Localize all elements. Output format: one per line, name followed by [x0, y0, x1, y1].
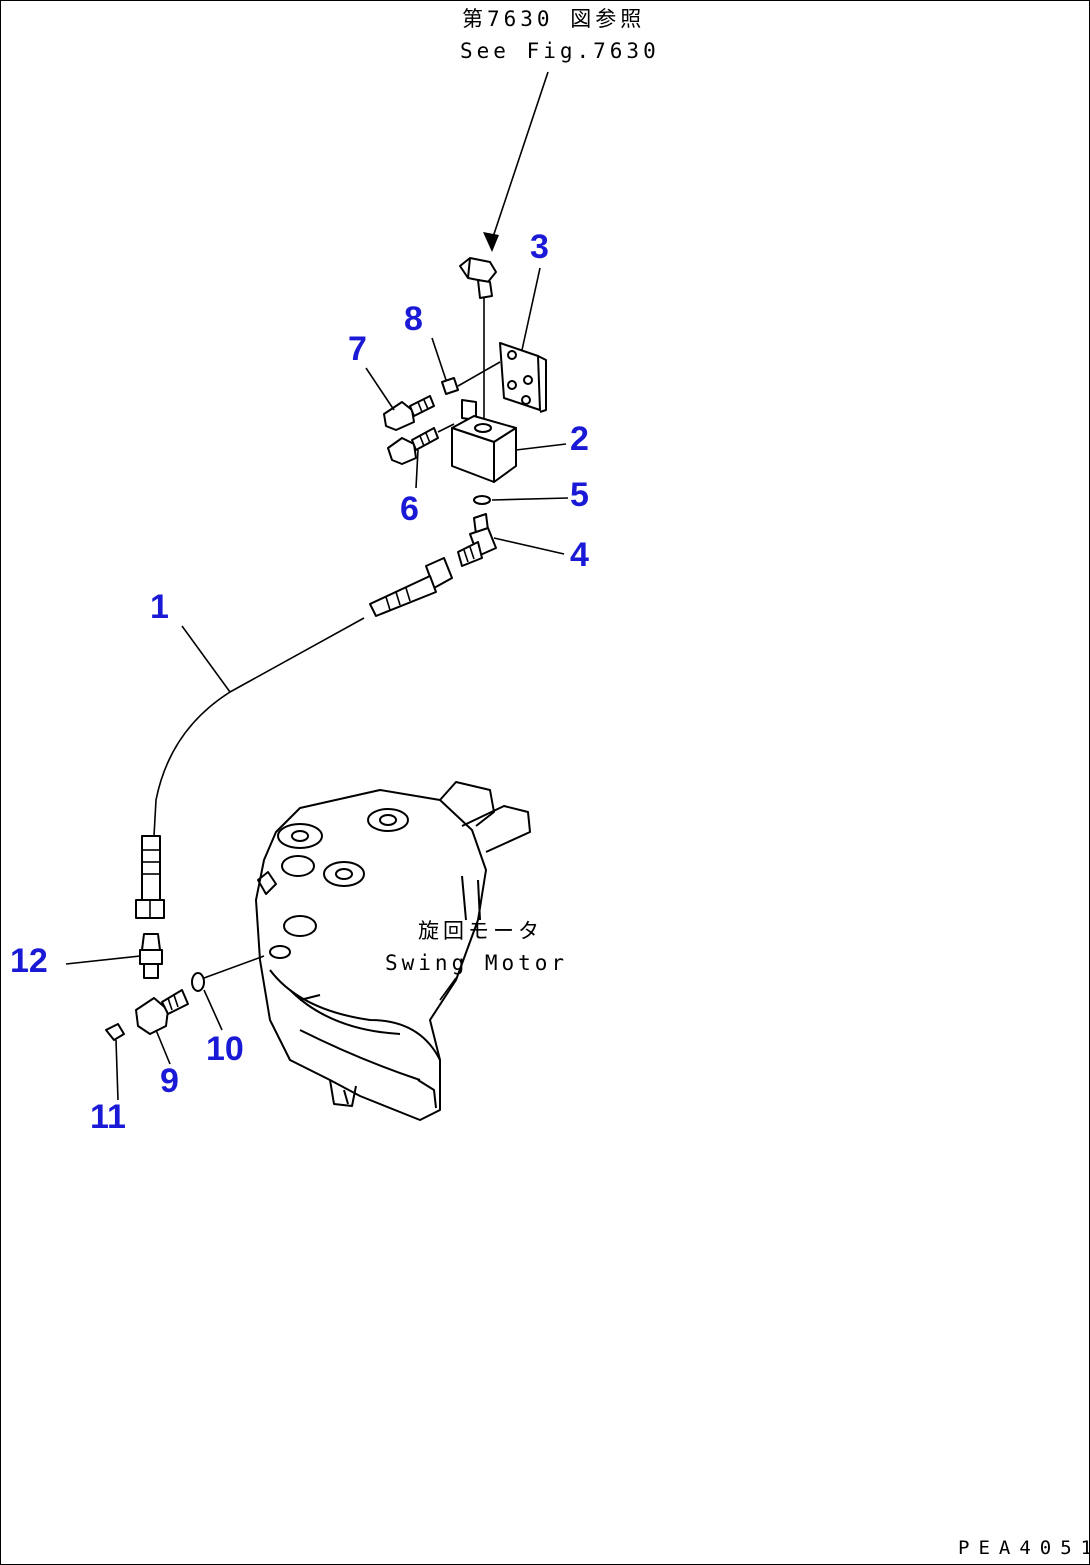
callout-10: 10 [206, 1030, 244, 1068]
callout-2: 2 [570, 420, 589, 458]
top-elbow-fitting [459, 257, 497, 420]
callout-5: 5 [570, 476, 589, 514]
o-ring-upper [473, 495, 491, 505]
lower-bolt [387, 423, 455, 465]
elbow-connector [457, 513, 497, 567]
adapter [139, 933, 163, 979]
callout-4: 4 [570, 536, 589, 574]
swing-motor [255, 781, 531, 1121]
o-ring-lower [191, 972, 205, 992]
reference-arrow [483, 71, 549, 252]
o-ring-lower-leader [203, 955, 265, 979]
callout-9: 9 [160, 1062, 179, 1100]
upper-bolt [383, 395, 435, 431]
reference-jp: 第7630 図参照 [462, 7, 645, 31]
callout-7: 7 [348, 330, 367, 368]
hose-lower-fitting [135, 835, 165, 919]
reference-en: See Fig.7630 [460, 39, 660, 63]
callout-1: 1 [150, 588, 169, 626]
lower-elbow [135, 989, 189, 1035]
plug [105, 1023, 125, 1041]
pressure-switch-block [451, 399, 517, 483]
leader-lines [65, 267, 569, 1101]
callout-11: 11 [90, 1098, 126, 1136]
hose-upper-fitting [369, 557, 453, 617]
hose-line [153, 617, 365, 837]
motor-label-jp: 旋回モータ [418, 919, 543, 943]
bracket-plate [499, 342, 547, 413]
callout-3: 3 [530, 228, 549, 266]
drawing-code: PEA4051 [958, 1537, 1090, 1559]
motor-label-en: Swing Motor [385, 951, 568, 975]
callout-12: 12 [10, 942, 48, 980]
callout-6: 6 [400, 490, 419, 528]
callout-8: 8 [404, 300, 423, 338]
callouts: 1 2 3 4 5 6 7 8 9 10 11 12 [10, 228, 589, 1136]
washer [441, 361, 501, 395]
